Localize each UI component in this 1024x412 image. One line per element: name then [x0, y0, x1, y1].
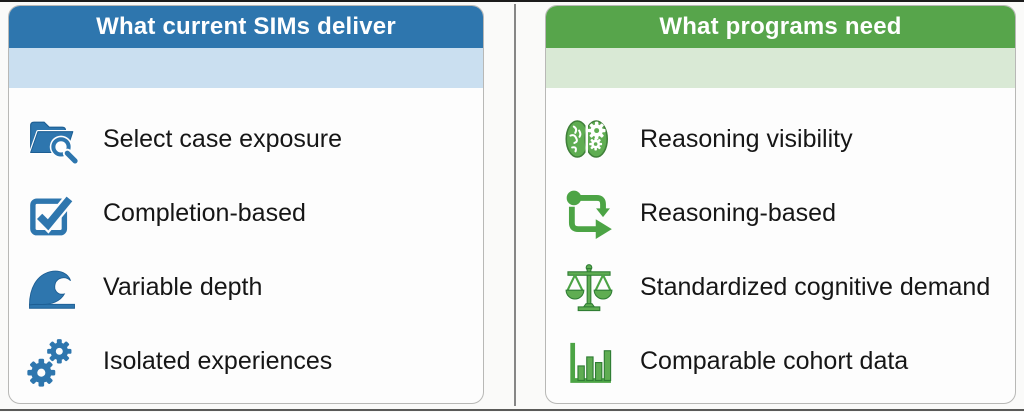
- list-item: Select case exposure: [25, 102, 483, 176]
- item-label: Completion-based: [103, 198, 306, 227]
- item-label: Reasoning-based: [640, 198, 836, 227]
- item-label: Comparable cohort data: [640, 347, 909, 376]
- item-label: Select case exposure: [103, 124, 343, 153]
- list-item: Completion-based: [25, 176, 483, 250]
- wave-icon: [25, 261, 79, 315]
- item-label: Variable depth: [103, 273, 263, 302]
- flow-arrows-icon: [562, 186, 616, 240]
- right-panel-band: [546, 48, 1015, 88]
- list-item: Comparable cohort data: [562, 325, 1015, 399]
- item-label: Isolated experiences: [103, 347, 333, 376]
- list-item: Reasoning visibility: [562, 102, 1015, 176]
- right-panel-title: What programs need: [546, 6, 1015, 48]
- left-panel: What current SIMs deliver Select case ex…: [8, 5, 484, 404]
- balance-scale-icon: [562, 261, 616, 315]
- list-item: Variable depth: [25, 251, 483, 325]
- item-label: Standardized cognitive demand: [640, 273, 991, 302]
- list-item: Standardized cognitive demand: [562, 251, 1015, 325]
- checkbox-checked-icon: [25, 186, 79, 240]
- folder-search-icon: [25, 112, 79, 166]
- bar-chart-icon: [562, 335, 616, 389]
- item-label: Reasoning visibility: [640, 124, 853, 153]
- panel-divider: [514, 4, 516, 406]
- left-panel-items: Select case exposure Completion-based: [9, 88, 483, 403]
- brain-gears-icon: [562, 112, 616, 166]
- left-panel-title: What current SIMs deliver: [9, 6, 483, 48]
- list-item: Isolated experiences: [25, 325, 483, 399]
- gears-icon: [25, 335, 79, 389]
- list-item: Reasoning-based: [562, 176, 1015, 250]
- figure-top-border: [0, 0, 1024, 2]
- left-panel-band: [9, 48, 483, 88]
- right-panel-items: Reasoning visibility Reasoning-based: [546, 88, 1015, 403]
- right-panel: What programs need: [545, 5, 1016, 404]
- figure-bottom-border: [0, 409, 1024, 411]
